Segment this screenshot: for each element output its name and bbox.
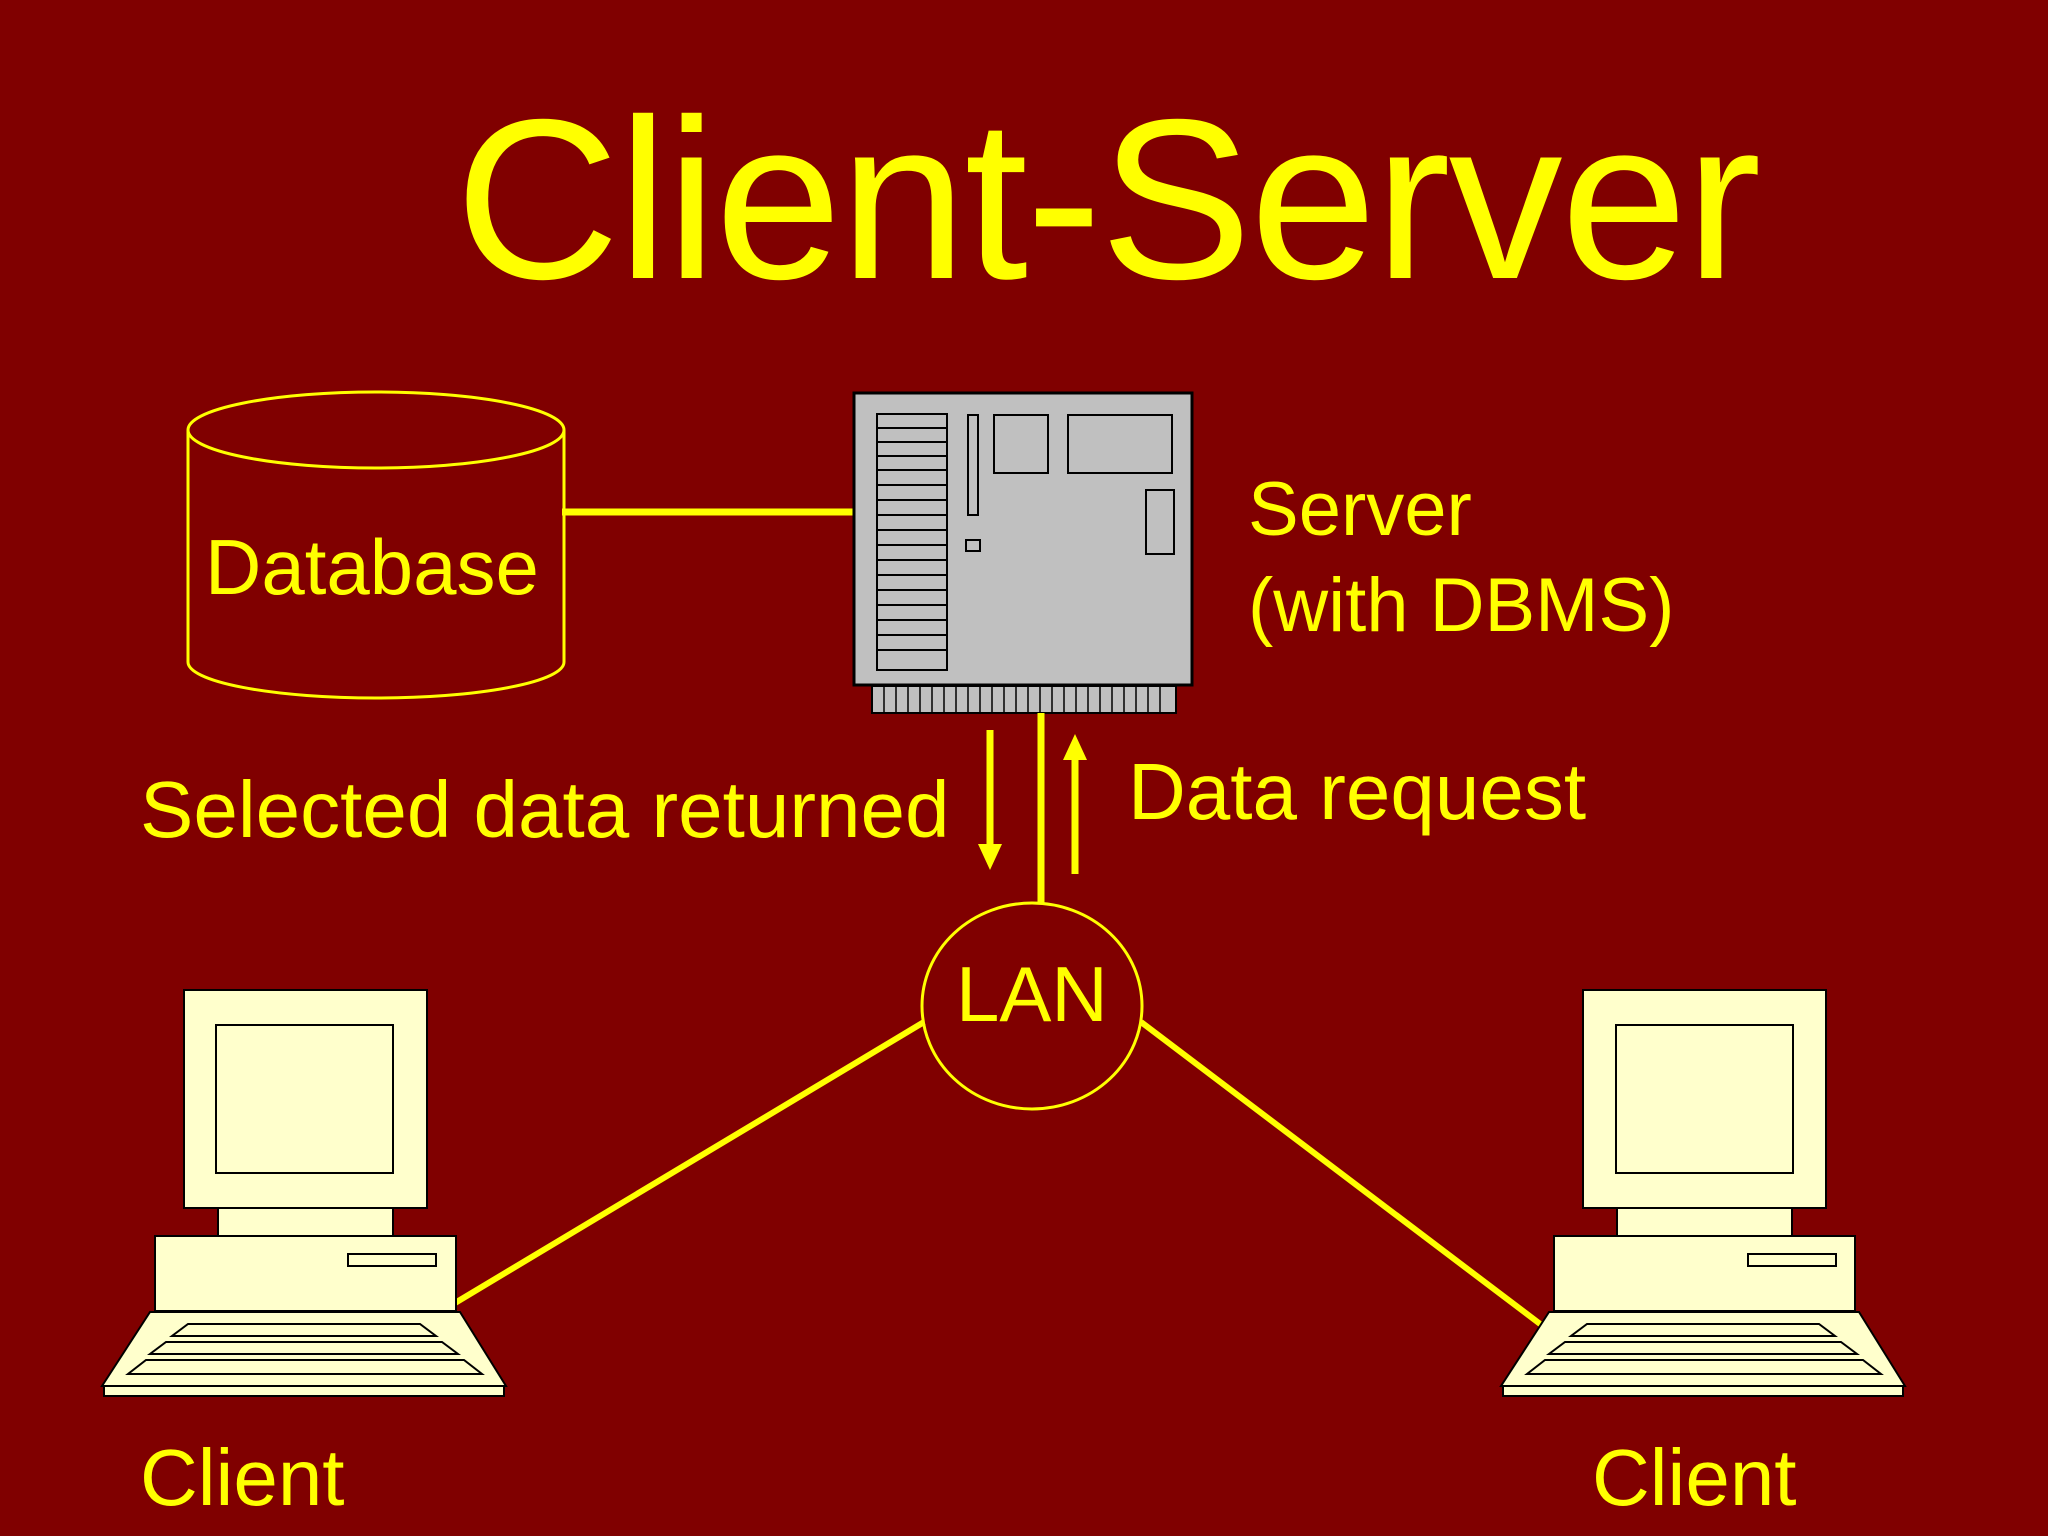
lan-label: LAN — [956, 950, 1108, 1038]
database-cylinder — [186, 390, 566, 700]
client-left-computer-icon — [100, 989, 508, 1397]
slide-title: Client-Server — [455, 73, 1761, 327]
server-label: Server (with DBMS) — [1248, 462, 1674, 654]
database-label: Database — [205, 523, 539, 611]
server-label-line1: Server — [1248, 467, 1472, 552]
down-arrow — [978, 730, 1002, 870]
server-icon — [852, 391, 1194, 714]
lan-node — [920, 901, 1144, 1111]
client-left-label: Client — [140, 1433, 345, 1522]
selected-data-returned-label: Selected data returned — [140, 765, 950, 854]
lan-client-right-link — [1139, 1019, 1558, 1339]
data-request-label: Data request — [1128, 747, 1587, 836]
server-label-line2: (with DBMS) — [1248, 563, 1675, 648]
up-arrow — [1063, 734, 1087, 874]
client-right-label: Client — [1592, 1433, 1797, 1522]
client-right-computer-icon — [1499, 989, 1907, 1397]
lan-client-left-link — [438, 1019, 926, 1315]
